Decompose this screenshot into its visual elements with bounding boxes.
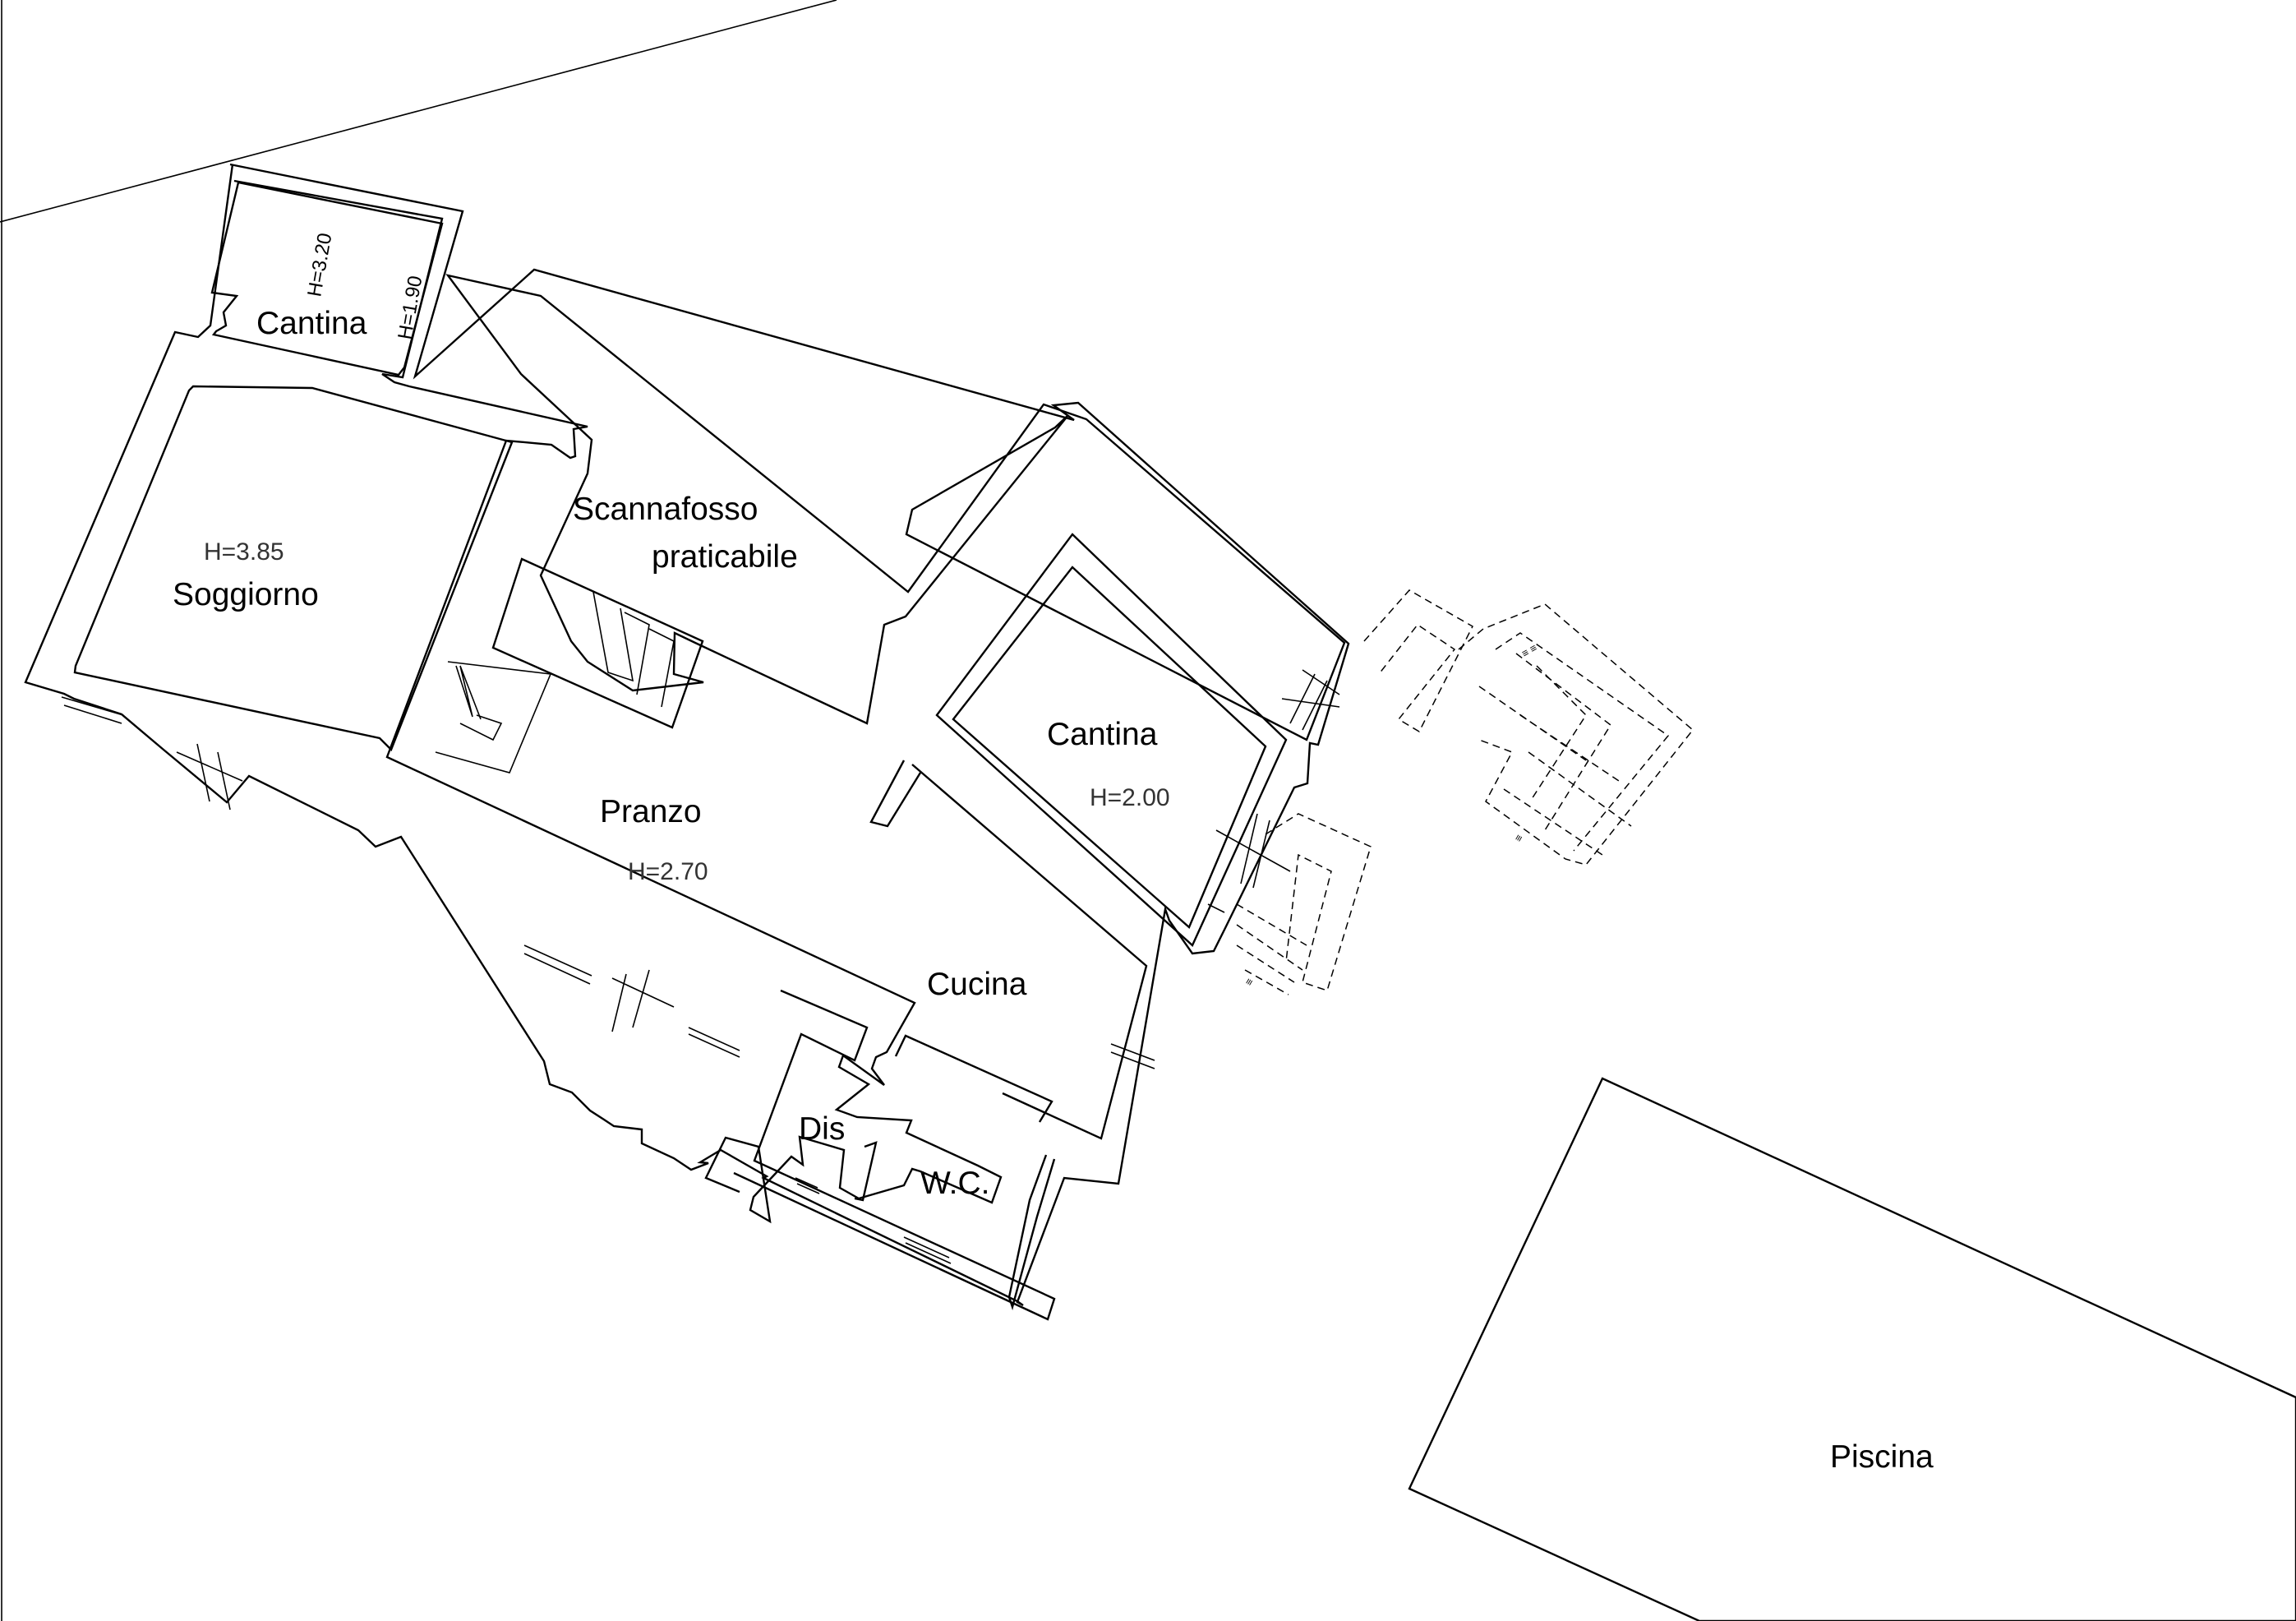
stair-mark-east-1: ≡ [1512,832,1526,843]
stair-mark-east-2: ≡ [1243,976,1256,987]
room-label-scannafosso-line1: Scannafosso [573,492,758,527]
piscina-outline [1408,1077,2296,1621]
height-label-pranzo: H=2.70 [628,858,708,885]
interior-walls [73,181,1346,1321]
windows-and-openings [61,669,1340,1264]
room-label-dis: Dis [799,1111,845,1147]
building-exterior-wall [24,163,1350,1307]
room-label-piscina: Piscina [1830,1439,1934,1475]
height-label-soggiorno: H=3.85 [204,538,284,566]
room-label-scannafosso-line2: praticabile [652,539,798,575]
height-label-cantina-east: H=2.00 [1090,784,1170,811]
room-label-cantina-east: Cantina [1047,717,1158,752]
stair-mark-landing: ≡ ≡ [1519,641,1539,659]
external-stairs-dashed [1236,589,1694,995]
room-label-pranzo: Pranzo [600,794,702,829]
room-label-soggiorno: Soggiorno [173,577,319,612]
room-label-cantina-north: Cantina [256,306,367,341]
height-label-cantina-north-b: H=1.90 [394,274,426,341]
room-label-wc: W.C. [920,1166,990,1201]
internal-staircase [435,557,704,774]
room-label-cucina: Cucina [927,967,1027,1002]
height-label-cantina-north-a: H=3.20 [303,231,336,298]
property-boundary-line [0,0,837,223]
